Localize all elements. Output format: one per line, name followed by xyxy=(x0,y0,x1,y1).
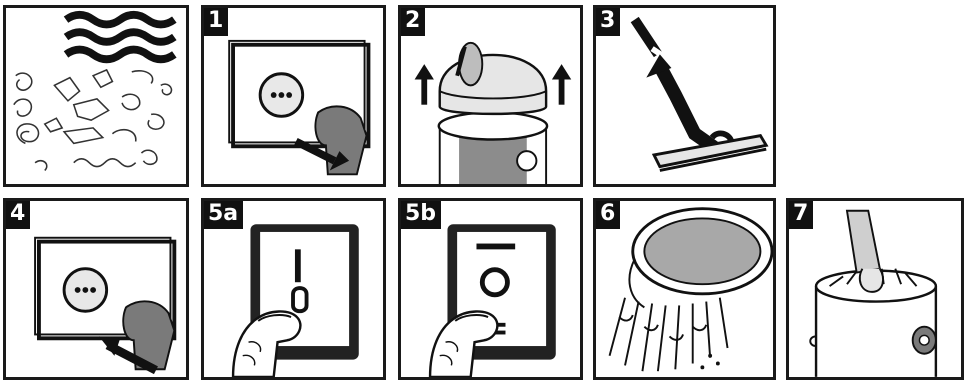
panel-step-7-clean-filter: 7 xyxy=(786,198,964,380)
emptying-water-illustration xyxy=(596,201,773,377)
step-number-badge: 1 xyxy=(204,8,228,36)
unplug-illustration xyxy=(204,8,383,184)
panel-step-5a-switch-on: 5a xyxy=(201,198,386,380)
step-number-badge: 6 xyxy=(596,201,620,229)
panel-step-6-empty-container: 6 xyxy=(593,198,776,380)
panel-step-3-hose: 3 xyxy=(593,5,776,187)
panel-step-1-unplug: 1 xyxy=(201,5,386,187)
step-number-badge: 4 xyxy=(6,201,30,229)
step-number-badge: 3 xyxy=(596,8,620,36)
step-number-badge: 7 xyxy=(789,201,813,229)
lift-top-illustration xyxy=(401,8,580,184)
filter-cleaning-illustration xyxy=(789,201,961,377)
step-number-badge: 5a xyxy=(204,201,243,229)
panel-step-2-lift-top: 2 xyxy=(398,5,583,187)
panel-step-4-plug-in: 4 xyxy=(3,198,189,380)
debris-illustration xyxy=(6,8,186,184)
plug-in-illustration xyxy=(6,201,186,377)
step-number-badge: 5b xyxy=(401,201,441,229)
step-number-badge: 2 xyxy=(401,8,425,36)
hose-nozzle-illustration xyxy=(596,8,773,184)
panel-wet-dry-debris xyxy=(3,5,189,187)
panel-step-5b-switch-off: 5b xyxy=(398,198,583,380)
